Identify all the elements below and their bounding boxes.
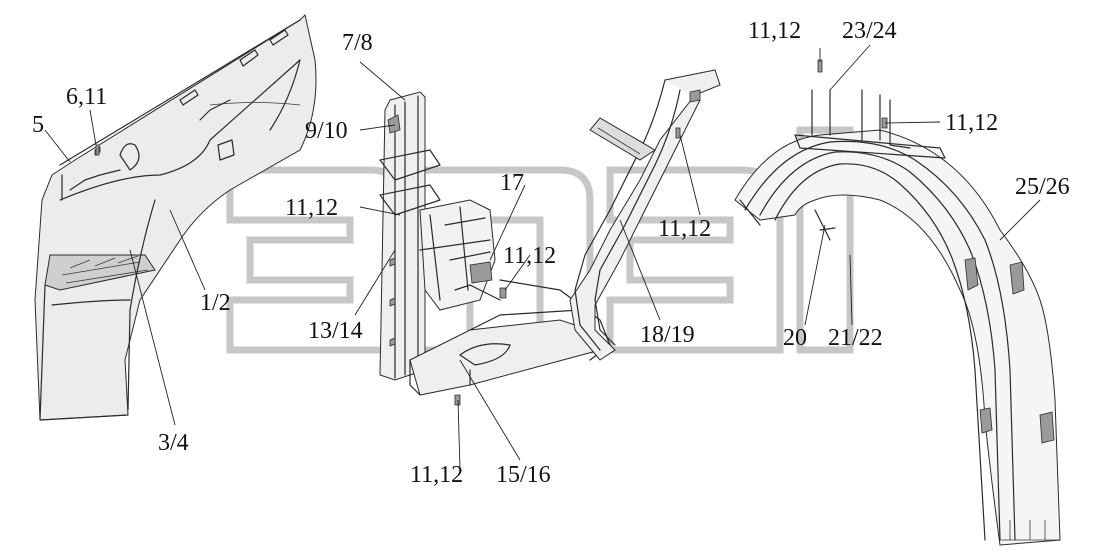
middle-frame-assembly (419, 199, 501, 311)
callout-5: 5 (32, 112, 44, 138)
left-panel-assembly (34, 14, 317, 421)
callout-23-24: 23/24 (842, 18, 897, 44)
callout-15-16: 15/16 (496, 462, 551, 488)
callout-11-12-e: 11,12 (748, 18, 801, 44)
watermark: TM (226, 126, 854, 354)
callout-20: 20 (783, 325, 807, 351)
callout-11-12-d: 11,12 (410, 462, 463, 488)
callout-17: 17 (500, 170, 524, 196)
callout-1-2: 1/2 (200, 290, 231, 316)
callout-11-12-a: 11,12 (285, 195, 338, 221)
callout-18-19: 18/19 (640, 322, 695, 348)
fasteners (95, 59, 888, 406)
callout-21-22: 21/22 (828, 325, 883, 351)
callout-labels: 7/8 6,11 5 9/10 11,12 13/14 1/2 3/4 17 1… (32, 18, 1070, 488)
callout-7-8: 7/8 (342, 30, 373, 56)
callout-11-12-c: 11,12 (658, 216, 711, 242)
leader-lines (44, 44, 1041, 471)
callout-25-26: 25/26 (1015, 174, 1070, 200)
callout-11-12-f: 11,12 (945, 110, 998, 136)
right-mudguard (734, 89, 1061, 546)
diagonal-strut (569, 69, 721, 361)
callout-9-10: 9/10 (305, 118, 348, 144)
vertical-post-bracket (379, 91, 441, 381)
callout-13-14: 13/14 (308, 318, 363, 344)
callout-6-11: 6,11 (66, 84, 107, 110)
callout-3-4: 3/4 (158, 430, 189, 456)
callout-11-12-b: 11,12 (503, 243, 556, 269)
